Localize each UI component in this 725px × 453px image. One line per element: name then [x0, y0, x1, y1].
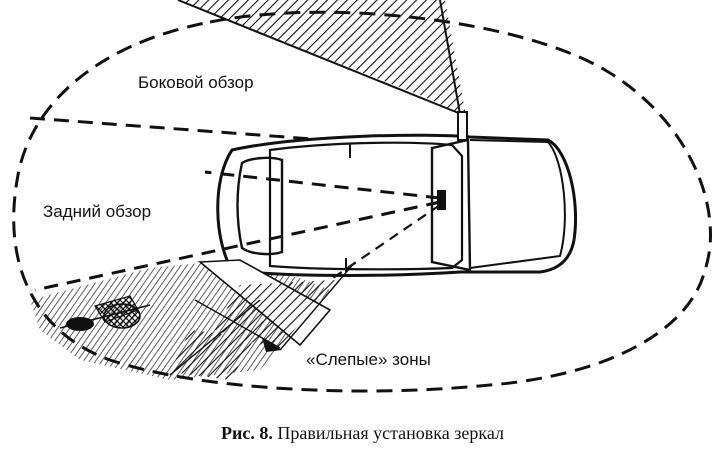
figure-caption: Рис. 8. Правильная установка зеркал	[0, 423, 725, 444]
car-hood	[469, 139, 566, 269]
blind-zones-label: «Слепые» зоны	[306, 350, 431, 369]
blind-zone-ray	[169, 299, 261, 376]
visibility-boundary	[12, 10, 712, 393]
car-cabin	[268, 141, 464, 271]
roadside-edge-line	[177, 0, 467, 117]
blind-zone-ray	[279, 261, 356, 351]
roadside-hatched-area	[178, 0, 466, 116]
side-mirror	[457, 111, 468, 141]
rear-view-sector-line	[34, 200, 441, 292]
rear-view-label: Задний обзор	[43, 202, 152, 221]
following-vehicle-icon	[59, 295, 151, 331]
blind-zone-hatched	[170, 330, 255, 380]
rear-view-sector-line	[329, 204, 441, 281]
blind-zone-pointer	[262, 338, 282, 352]
caption-text: Правильная установка зеркал	[277, 423, 504, 443]
blind-zone-ray	[194, 299, 281, 349]
rear-view-sector-line	[204, 170, 441, 200]
caption-number: Рис. 8.	[221, 423, 273, 443]
car-windshield	[430, 138, 472, 272]
car-rear-window	[236, 156, 284, 256]
side-view-label: Боковой обзор	[138, 73, 254, 92]
blind-zone-hatched	[215, 280, 335, 350]
interior-mirror	[437, 190, 446, 210]
